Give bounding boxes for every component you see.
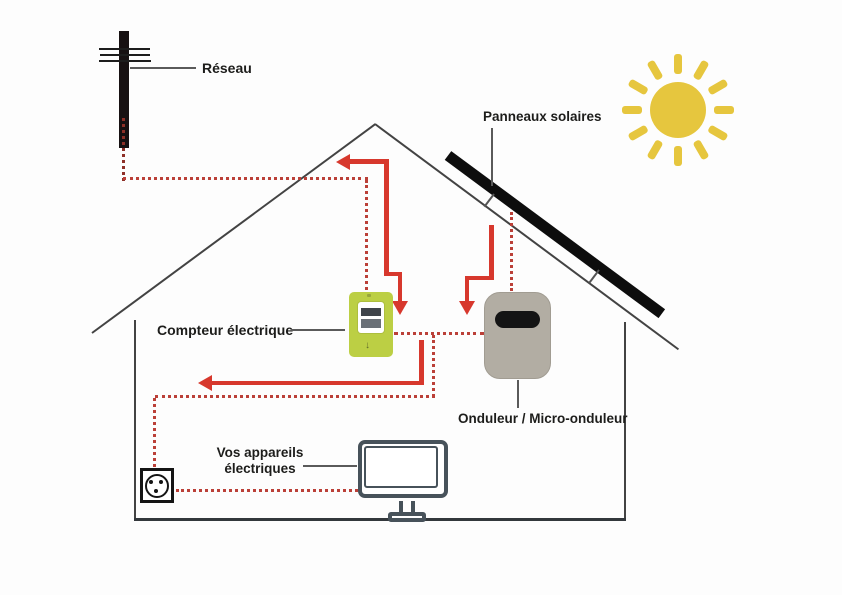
panel-mount-tick <box>483 193 495 208</box>
flow-dotted-grid-to-meter <box>365 180 368 290</box>
arrow-grid-segment <box>349 159 388 164</box>
sun-ray <box>714 106 734 114</box>
electric-meter-icon: ↓ <box>349 292 393 357</box>
grid-label-pointer <box>130 67 196 69</box>
arrow-appliances-segment <box>210 380 423 385</box>
solar-panel-bar <box>444 151 666 319</box>
meter-display-bar <box>361 319 381 328</box>
sun-disc <box>650 82 706 138</box>
arrow-grid-segment <box>397 271 402 303</box>
monitor-stand-neck <box>399 501 415 513</box>
arrow-panel-segment <box>464 275 469 303</box>
sun-ray <box>707 124 729 142</box>
flow-dotted-house-horizontal <box>155 395 435 398</box>
roof-left-line <box>91 123 376 334</box>
arrow-head-to-grid <box>336 154 350 170</box>
flow-dotted-panel-to-inverter <box>510 212 513 291</box>
arrow-panel-segment <box>489 225 494 280</box>
flow-dotted-meter-to-inverter <box>394 332 484 335</box>
left-wall-line <box>134 320 136 519</box>
sun-ray <box>627 124 649 142</box>
sun-ray <box>646 139 664 161</box>
flow-dotted-junction-down <box>432 335 435 397</box>
monitor-stand-base <box>388 512 426 522</box>
arrow-grid-segment <box>384 271 402 276</box>
flow-dotted-grid-horizontal <box>123 177 368 180</box>
meter-display-bar <box>361 308 381 316</box>
sun-ray <box>692 59 710 81</box>
arrow-head-to-inverter <box>459 301 475 315</box>
socket-ring <box>145 474 169 498</box>
flow-dotted-pole-drop <box>122 118 125 181</box>
arrow-head-to-appliances <box>198 374 212 391</box>
utility-pole-icon <box>119 31 129 148</box>
meter-display <box>358 302 384 333</box>
inverter-label: Onduleur / Micro-onduleur <box>458 411 628 426</box>
socket-pin <box>159 480 163 484</box>
meter-down-arrow-glyph: ↓ <box>365 340 370 351</box>
arrow-appliances-segment <box>419 340 424 385</box>
solar-panels-label-pointer <box>491 128 493 186</box>
sun-ray <box>622 106 642 114</box>
power-line-wire <box>99 60 151 62</box>
meter-label-pointer <box>291 329 345 331</box>
appliances-label-line2: électriques <box>224 460 296 476</box>
sun-ray <box>674 54 682 74</box>
grid-label: Réseau <box>202 60 252 76</box>
sun-ray <box>674 146 682 166</box>
meter-label: Compteur électrique <box>157 322 294 338</box>
socket-pin <box>154 489 158 493</box>
sun-ray <box>627 78 649 96</box>
sun-ray <box>707 78 729 96</box>
monitor-icon <box>358 440 448 522</box>
meter-top-vent <box>367 294 371 297</box>
arrow-panel-segment <box>465 275 493 280</box>
solar-panels-label: Panneaux solaires <box>483 109 602 124</box>
flow-dotted-to-socket <box>153 398 156 467</box>
monitor-screen <box>364 446 438 488</box>
appliances-label: Vos appareils électriques <box>200 445 320 476</box>
floor-line <box>134 518 626 521</box>
right-wall-line <box>624 322 626 519</box>
arrow-grid-segment <box>384 159 389 276</box>
appliances-label-pointer <box>303 465 357 467</box>
inverter-label-pointer <box>517 380 519 408</box>
power-line-wire <box>100 54 150 56</box>
inverter-display-slot <box>495 311 540 328</box>
sun-ray <box>692 139 710 161</box>
sun-ray <box>646 59 664 81</box>
power-line-wire <box>99 48 150 50</box>
flow-dotted-socket-to-monitor <box>176 489 358 492</box>
arrow-head-to-meter <box>392 301 408 315</box>
power-socket-icon <box>140 468 174 503</box>
inverter-icon <box>484 292 551 379</box>
appliances-label-line1: Vos appareils <box>216 445 304 460</box>
panel-mount-tick <box>588 269 600 284</box>
socket-pin <box>149 480 153 484</box>
